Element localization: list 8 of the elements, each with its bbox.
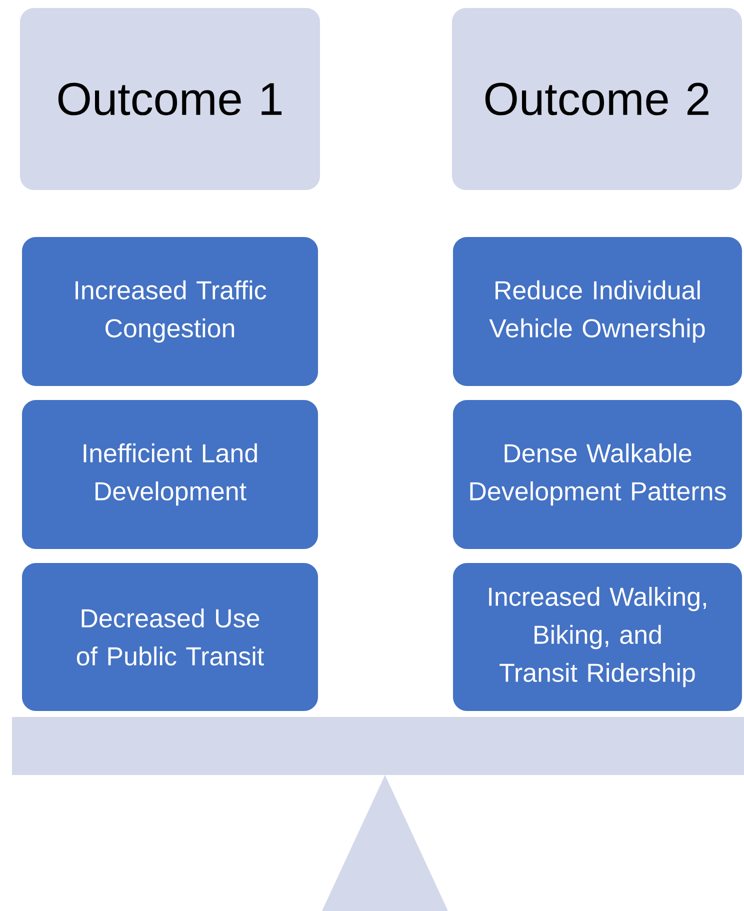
- outcome-box: Inefficient Land Development: [22, 400, 318, 549]
- outcome-box: Dense Walkable Development Patterns: [453, 400, 742, 549]
- outcome-box: Increased Walking, Biking, and Transit Ridership: [453, 563, 742, 711]
- outcome-box: Decreased Use of Public Transit: [22, 563, 318, 711]
- outcome-box: Increased Traffic Congestion: [22, 237, 318, 386]
- title-box: Outcome 2: [452, 8, 742, 190]
- outcome-box: Reduce Individual Vehicle Ownership: [453, 237, 742, 386]
- title-box: Outcome 1: [20, 8, 320, 190]
